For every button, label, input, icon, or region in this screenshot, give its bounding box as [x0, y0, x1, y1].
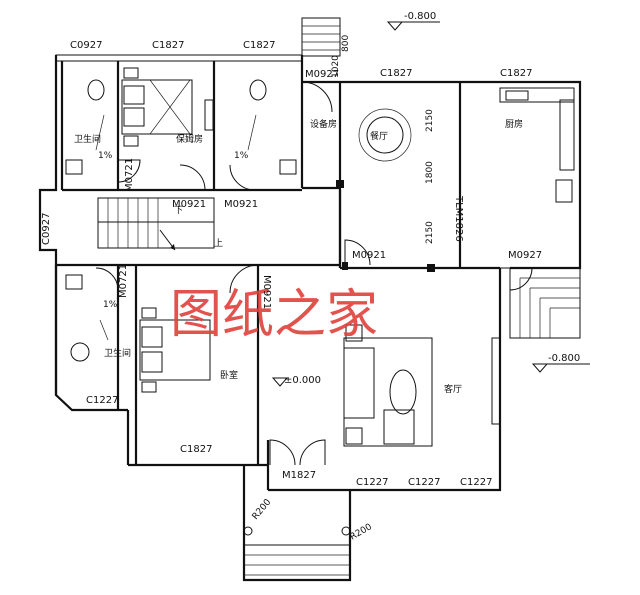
level-marks: [271, 21, 590, 387]
level-outside-right: -0.800: [548, 353, 580, 364]
stairs-down-label: 下: [174, 206, 183, 216]
front-porch: [242, 465, 352, 582]
room-nanny: 保姆房: [176, 133, 203, 145]
dim-1800: 1800: [425, 161, 435, 184]
watermark-text: 图纸之家: [170, 285, 378, 345]
room-bathroom-1: 卫生间: [74, 133, 101, 145]
dim-2150-bottom: 2150: [425, 221, 435, 244]
dim-800: 800: [341, 35, 351, 52]
stairs-up-label: 上: [214, 238, 223, 249]
slope-nanny-bath: 1%: [234, 151, 249, 161]
room-bedroom: 卧室: [220, 369, 238, 381]
slope-bath1: 1%: [98, 151, 113, 161]
level-outside-top: -0.800: [404, 11, 436, 22]
slope-arrows: [95, 114, 257, 341]
top-steps: [301, 17, 341, 57]
door-m0927-kitchen: M0927: [508, 250, 542, 261]
window-c1827-dining: C1827: [380, 68, 412, 79]
level-floor: ±0.000: [284, 375, 321, 386]
window-tlm1826: TLM1826: [453, 195, 464, 242]
room-living: 客厅: [444, 383, 462, 395]
door-m0927-equipment: M0927: [305, 69, 339, 80]
door-m0921-nanny: M0921: [172, 199, 206, 210]
side-steps: [509, 267, 581, 339]
dim-1020: 1020: [331, 55, 341, 78]
window-c1227-living-a: C1227: [356, 477, 388, 488]
door-m0921-living: M0921: [352, 250, 386, 261]
door-m1827-entry: M1827: [282, 470, 316, 481]
window-c1827-bedroom: C1827: [180, 444, 212, 455]
room-kitchen: 厨房: [505, 118, 523, 130]
door-m0921-bedroom: M0921: [261, 275, 272, 309]
slope-bath2: 1%: [103, 300, 118, 310]
window-c1827-bath: C1827: [243, 40, 275, 51]
window-c0927-left: C0927: [41, 213, 52, 245]
window-c1227-living-c: C1227: [460, 477, 492, 488]
window-c1827-nanny: C1827: [152, 40, 184, 51]
room-bathroom-2: 卫生间: [104, 347, 131, 359]
door-m0721-bath2: M0721: [118, 264, 129, 298]
radius-left: R200: [251, 497, 274, 522]
dim-2150-top: 2150: [425, 109, 435, 132]
door-swings: [95, 81, 533, 466]
room-equipment: 设备房: [310, 118, 337, 130]
door-m0921-bath: M0921: [224, 199, 258, 210]
window-c1827-kitchen: C1827: [500, 68, 532, 79]
staircase: [97, 197, 215, 251]
room-dining: 餐厅: [370, 130, 388, 142]
radius-right: R200: [349, 522, 375, 543]
window-c1227-living-b: C1227: [408, 477, 440, 488]
window-c0927-top: C0927: [70, 40, 102, 51]
window-c1227-bath2: C1227: [86, 395, 118, 406]
furniture: [65, 67, 575, 447]
door-m0721-bath: M0721: [124, 158, 135, 192]
interior-walls: [56, 61, 435, 465]
